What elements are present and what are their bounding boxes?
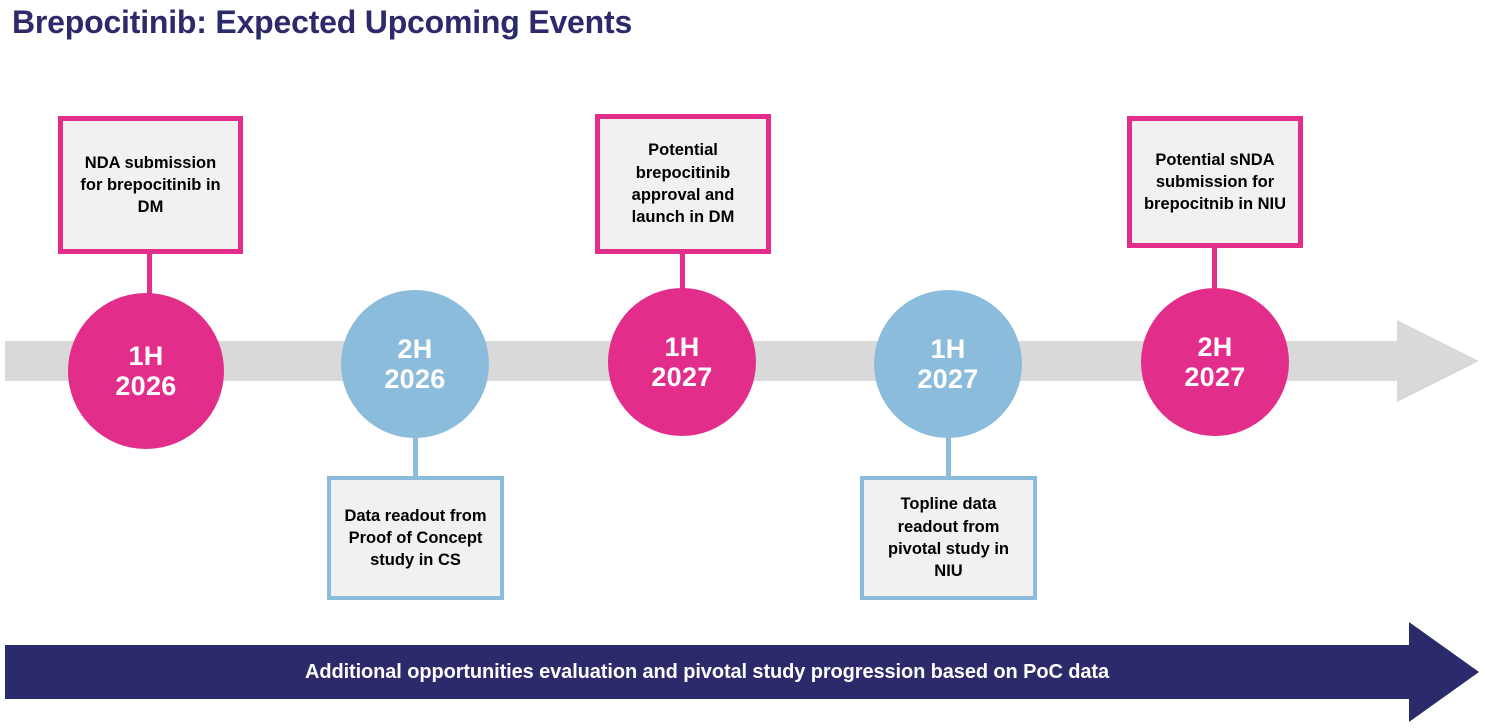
callout-connector-line [1212,243,1217,293]
callout-box-data-readout-cs: Data readout from Proof of Concept study… [327,476,504,600]
milestone-year: 2026 [384,364,446,394]
callout-text: Potential sNDA submission for brepocitni… [1143,150,1287,214]
callout-box-nda-submission-dm: NDA submission for brepocitinib in DM [58,116,243,254]
callout-connector-line [147,249,152,309]
page-title: Brepocitinib: Expected Upcoming Events [12,4,633,40]
callout-text: NDA submission for brepocitinib in DM [80,153,221,217]
milestone-circle-1h-2026[interactable]: 1H 2026 [68,293,224,449]
milestone-half: 1H [128,340,164,371]
milestone-year: 2026 [115,371,177,401]
callout-text: Data readout from Proof of Concept study… [344,506,487,570]
milestone-circle-1h-2027-niu[interactable]: 1H 2027 [874,290,1022,438]
callout-connector-line [413,432,418,479]
milestone-circle-1h-2027-dm[interactable]: 1H 2027 [608,288,756,436]
callout-box-approval-launch-dm: Potential brepocitinib approval and laun… [595,114,771,254]
callout-box-snda-submission-niu: Potential sNDA submission for brepocitni… [1127,116,1303,248]
bottom-banner-arrow-icon [5,622,1479,722]
milestone-year: 2027 [651,362,713,392]
milestone-circle-2h-2026[interactable]: 2H 2026 [341,290,489,438]
callout-text: Potential brepocitinib approval and laun… [631,141,735,227]
milestone-half: 2H [397,333,433,364]
milestone-half: 1H [664,331,700,362]
milestone-year: 2027 [1184,362,1246,392]
callout-text: Topline data readout from pivotal study … [887,495,1009,581]
milestone-half: 2H [1197,331,1233,362]
callout-connector-line [680,249,685,292]
callout-box-topline-readout-niu: Topline data readout from pivotal study … [860,476,1037,600]
milestone-circle-2h-2027[interactable]: 2H 2027 [1141,288,1289,436]
milestone-half: 1H [930,333,966,364]
milestone-year: 2027 [917,364,979,394]
callout-connector-line [946,432,951,479]
